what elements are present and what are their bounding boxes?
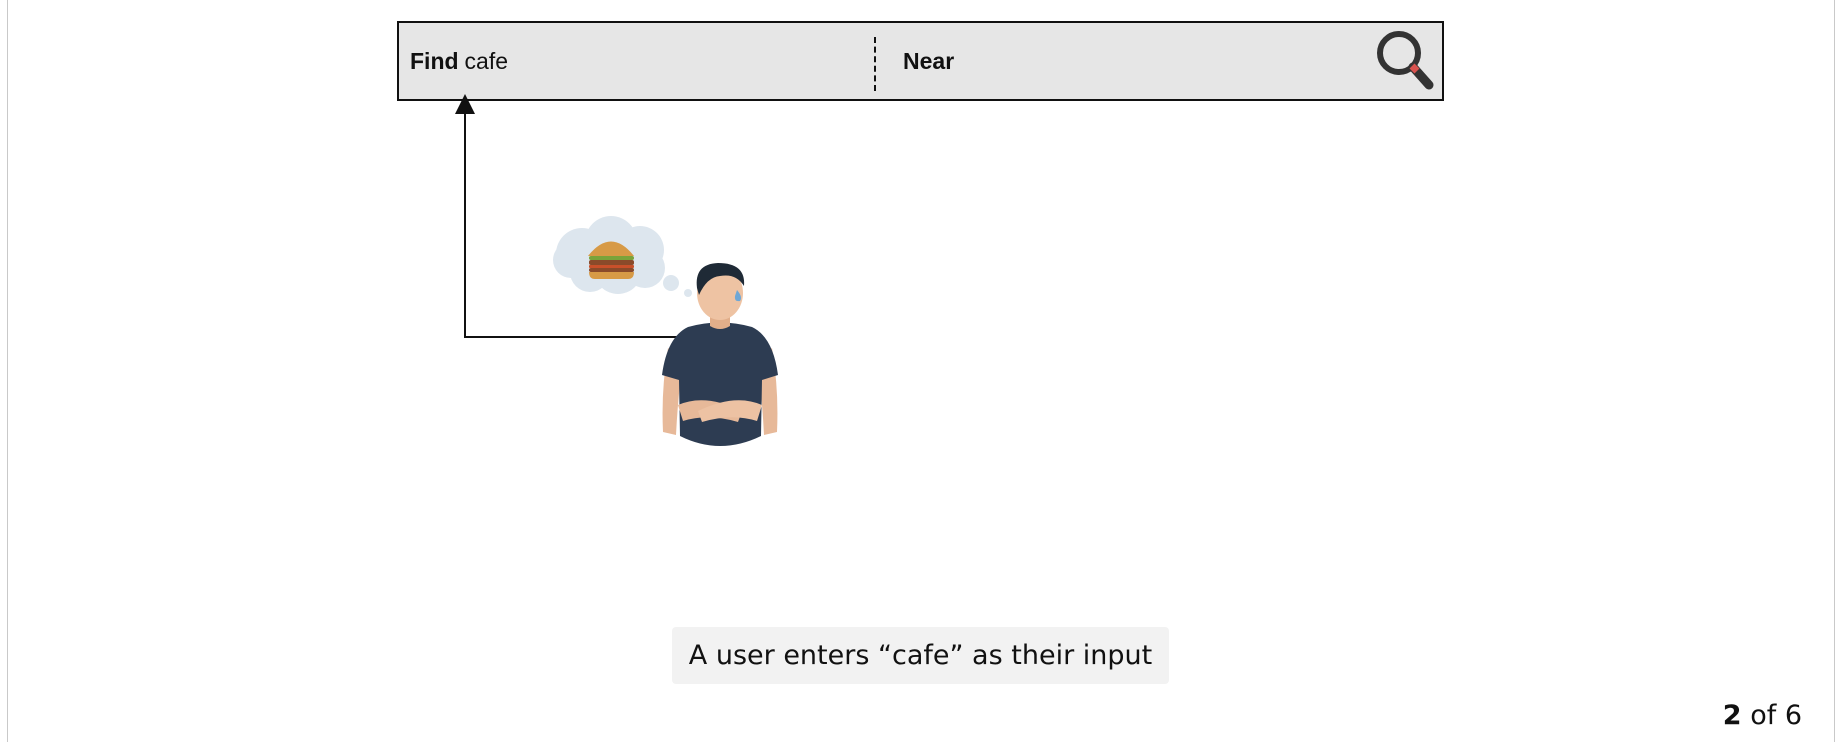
find-field[interactable]: Find cafe [410, 23, 508, 99]
person-icon [662, 263, 778, 446]
search-icon [1377, 31, 1434, 90]
near-field[interactable]: Near [903, 23, 954, 99]
burger-icon [588, 241, 634, 279]
pager-total: 6 [1784, 700, 1802, 731]
pager-separator: of [1750, 700, 1777, 731]
pager-current: 2 [1722, 700, 1742, 731]
near-label: Near [903, 47, 955, 74]
slide-caption: A user enters “cafe” as their input [672, 627, 1169, 684]
search-button[interactable] [1374, 29, 1436, 91]
slide-frame [7, 0, 1835, 742]
field-divider [874, 37, 876, 91]
input-arrow [455, 94, 683, 338]
find-label: Find [410, 47, 459, 74]
slide-pager: 2 of 6 [1723, 700, 1802, 731]
find-input-value[interactable]: cafe [464, 47, 509, 74]
search-bar: Find cafe Near [397, 21, 1444, 101]
